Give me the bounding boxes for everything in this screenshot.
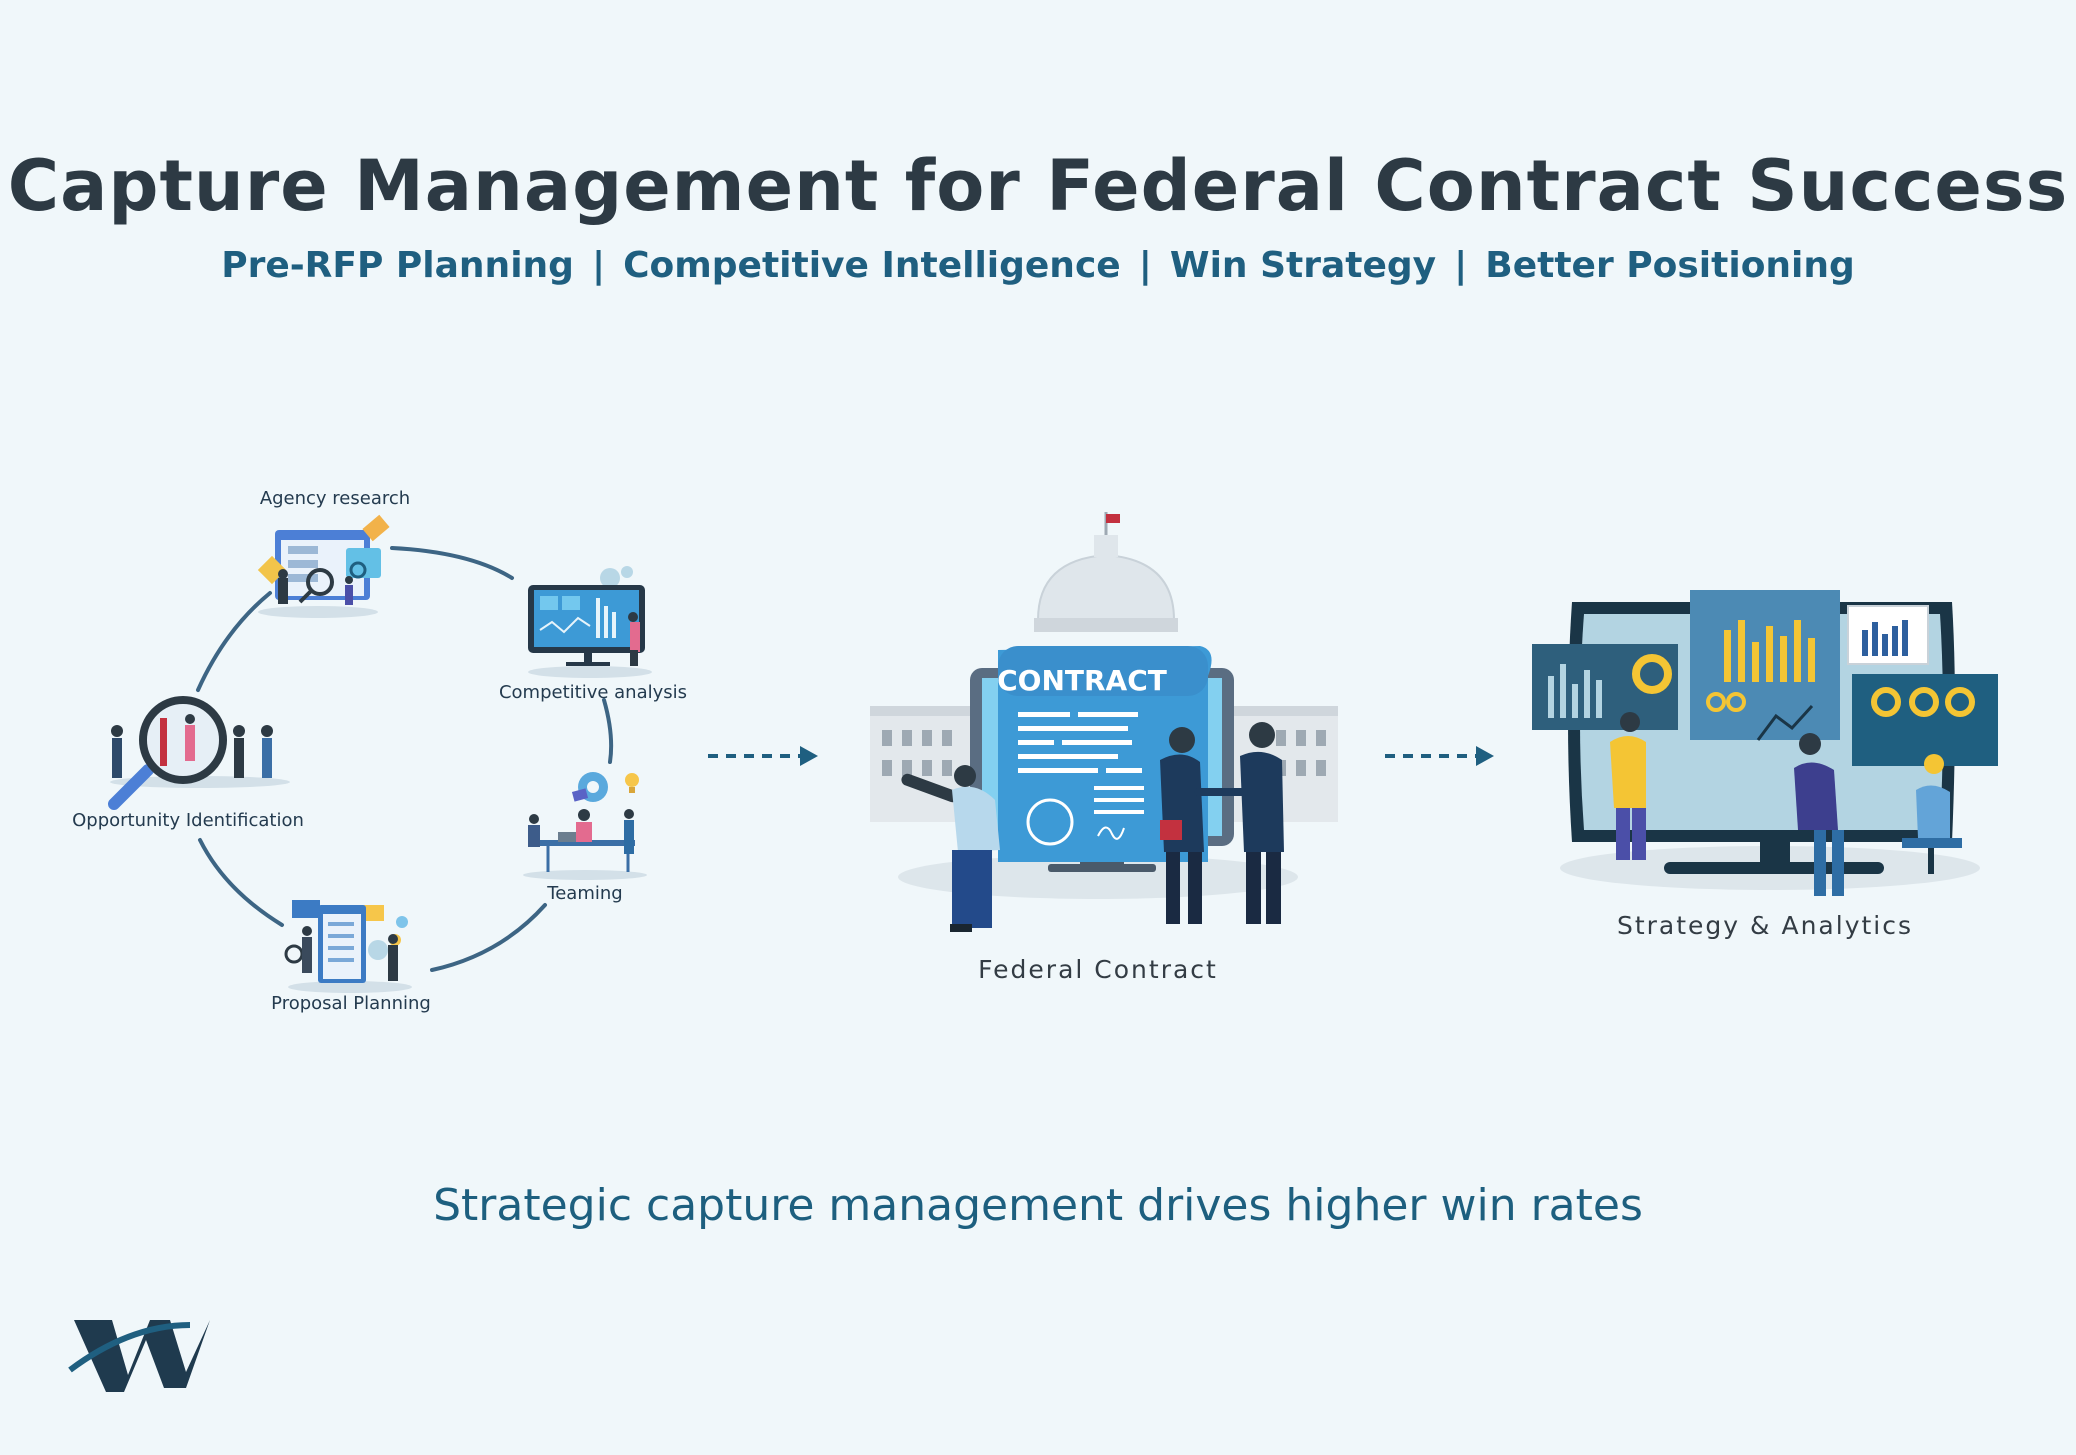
cycle-step-label: Proposal Planning [271,993,431,1014]
tagline: Strategic capture management drives high… [433,1180,1643,1231]
subtitle-separator: | [1138,245,1152,286]
cycle-arc [196,591,272,692]
opportunity-identification-illustration [108,696,290,810]
cycle-step-label: Competitive analysis [498,682,688,703]
strategy-analytics-label: Strategy & Analytics [1616,911,1914,940]
cycle-arc [602,698,614,764]
cycle-arcs [196,546,614,972]
cycle-arc [430,903,547,972]
agency-research-illustration [257,514,390,618]
subtitle-item: Competitive Intelligence [623,245,1121,286]
subtitle-item: Win Strategy [1169,245,1437,286]
strategy-analytics-illustration [1532,590,1998,896]
subtitle-item: Better Positioning [1485,245,1855,286]
proposal-planning-illustration [284,900,412,993]
federal-contract-illustration: CONTRACT [870,512,1338,932]
w-logo-icon [68,1320,210,1392]
analytics-bars-2 [1724,620,1815,682]
teaming-illustration [523,772,647,880]
flow-arrow-left [708,746,818,766]
cycle-step-label: Teaming [547,883,623,904]
subtitle-bar: Pre-RFP Planning | Competitive Intelligenc… [0,245,2076,286]
subtitle-separator: | [591,245,606,286]
subtitle-separator: | [1454,245,1468,286]
analytics-bars-1 [1548,664,1602,718]
analytics-bars-3 [1862,620,1908,656]
page-title: Capture Management for Federal Contract … [7,145,2069,227]
cycle-arc [198,838,284,927]
flow-arrow-right [1385,746,1494,766]
cycle-step-label: Agency research [259,488,411,509]
competitive-analysis-illustration [528,566,652,678]
federal-contract-label: Federal Contract [978,955,1218,984]
contract-document-title: CONTRACT [997,664,1167,697]
subtitle-item: Pre-RFP Planning [221,245,574,286]
cycle-step-label: Opportunity Identification [72,810,304,831]
cycle-arc [390,546,514,580]
contract-text-lines [1018,712,1144,814]
